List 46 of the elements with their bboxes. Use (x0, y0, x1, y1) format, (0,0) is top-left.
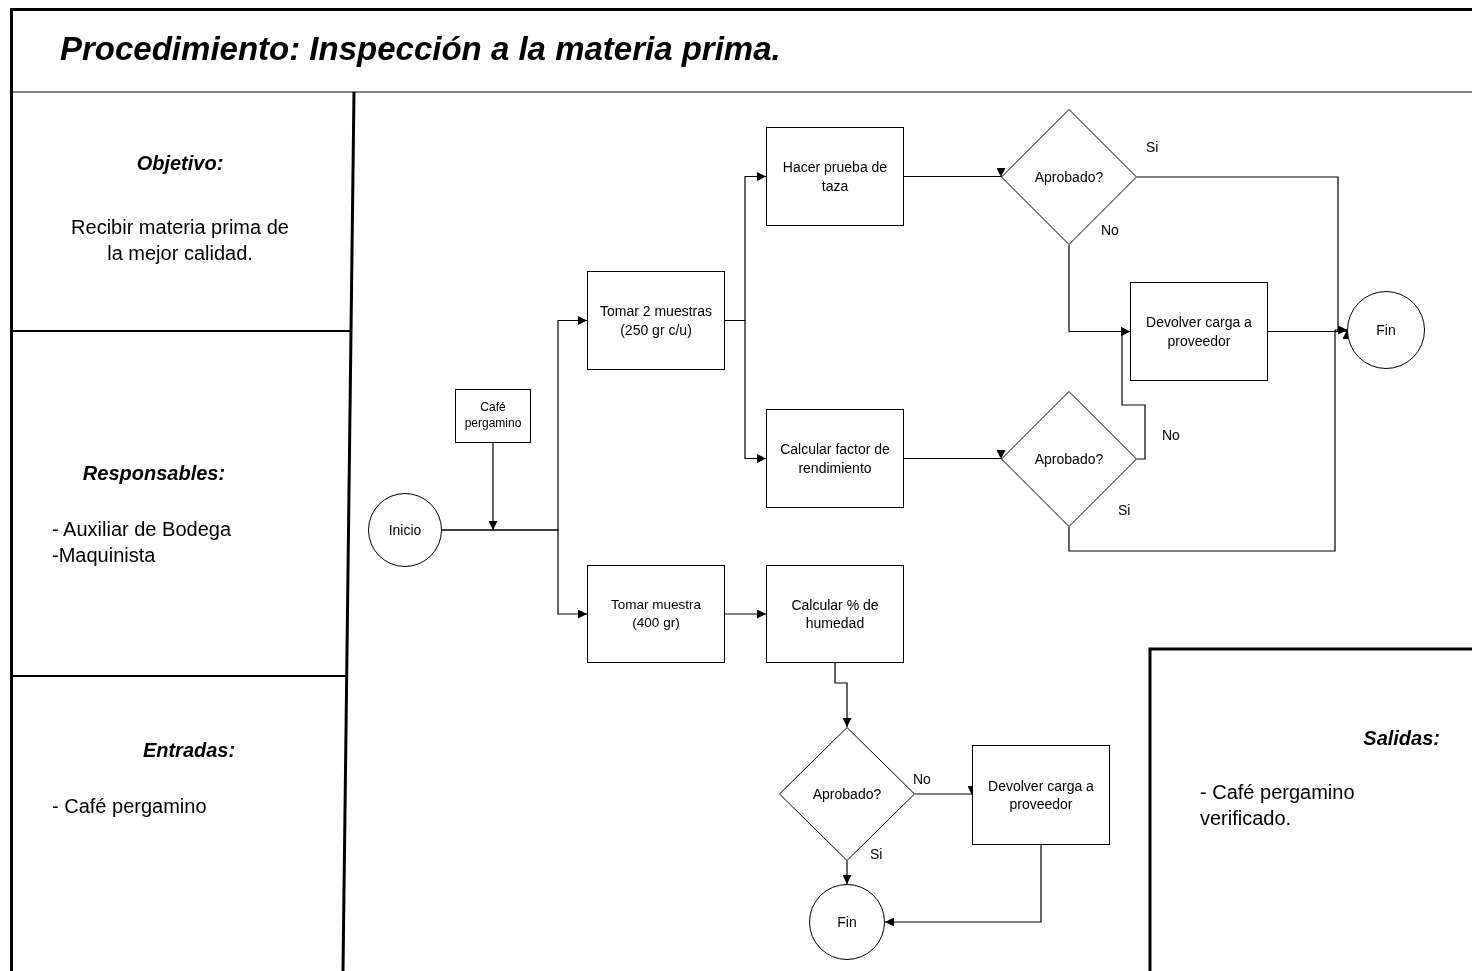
node-label: Inicio (388, 520, 422, 540)
panel-text: - Auxiliar de Bodega (51, 517, 232, 542)
decision-diamond (1001, 109, 1137, 245)
process-box (587, 565, 725, 663)
node-label: Café pergamino (464, 400, 522, 432)
node-label: Tomar muestra (400 gr) (610, 596, 702, 632)
title: Procedimiento: Inspección a la materia prima. (60, 30, 781, 68)
panel-text: Recibir materia prima de la mejor calidad. (70, 215, 290, 266)
connector-arrow (724, 319, 767, 463)
process-box (766, 409, 904, 508)
node-label: Hacer prueba de taza (781, 158, 889, 195)
node-label: Aprobado? (1034, 167, 1104, 187)
panel-heading: Objetivo: (135, 151, 225, 176)
node-label: Calcular % de humedad (790, 595, 880, 633)
connector-arrow (834, 662, 852, 728)
node-label: Devolver carga a proveedor (1145, 313, 1253, 350)
panel-heading: Salidas: (1362, 726, 1441, 751)
process-box (587, 271, 725, 370)
panel-text: -Maquinista (51, 543, 157, 568)
process-box (972, 745, 1110, 845)
panel-text: - Café pergamino (51, 794, 208, 819)
process-box (1130, 282, 1268, 381)
decision-diamond (779, 727, 915, 861)
node-label: Aprobado? (1034, 449, 1104, 469)
connector-arrow (488, 442, 498, 531)
connector-arrow (903, 450, 1006, 460)
connector-arrow (441, 529, 588, 619)
decision-diamond (1001, 391, 1137, 527)
connector-arrow (842, 860, 852, 885)
node-label: Calcular factor de rendimiento (779, 440, 891, 477)
panel-heading: Responsables: (81, 461, 227, 486)
node-label: Fin (837, 912, 857, 932)
process-box (766, 127, 904, 226)
node-label: Devolver carga a proveedor (987, 776, 1095, 814)
node-label: Fin (1376, 320, 1396, 340)
connector-arrow (1068, 325, 1348, 552)
node-label: Tomar 2 muestras (250 gr c/u) (598, 302, 713, 339)
panel-text: - Café pergamino verificado. (1200, 780, 1356, 831)
panel-heading: Entradas: (141, 738, 237, 763)
connector-arrow (1121, 327, 1146, 460)
connector-arrow (724, 609, 767, 619)
node-label: Aprobado? (812, 784, 882, 804)
connector-arrow (884, 844, 1042, 927)
connector-arrow (903, 168, 1006, 178)
process-box (766, 565, 904, 663)
process-box (455, 389, 531, 443)
